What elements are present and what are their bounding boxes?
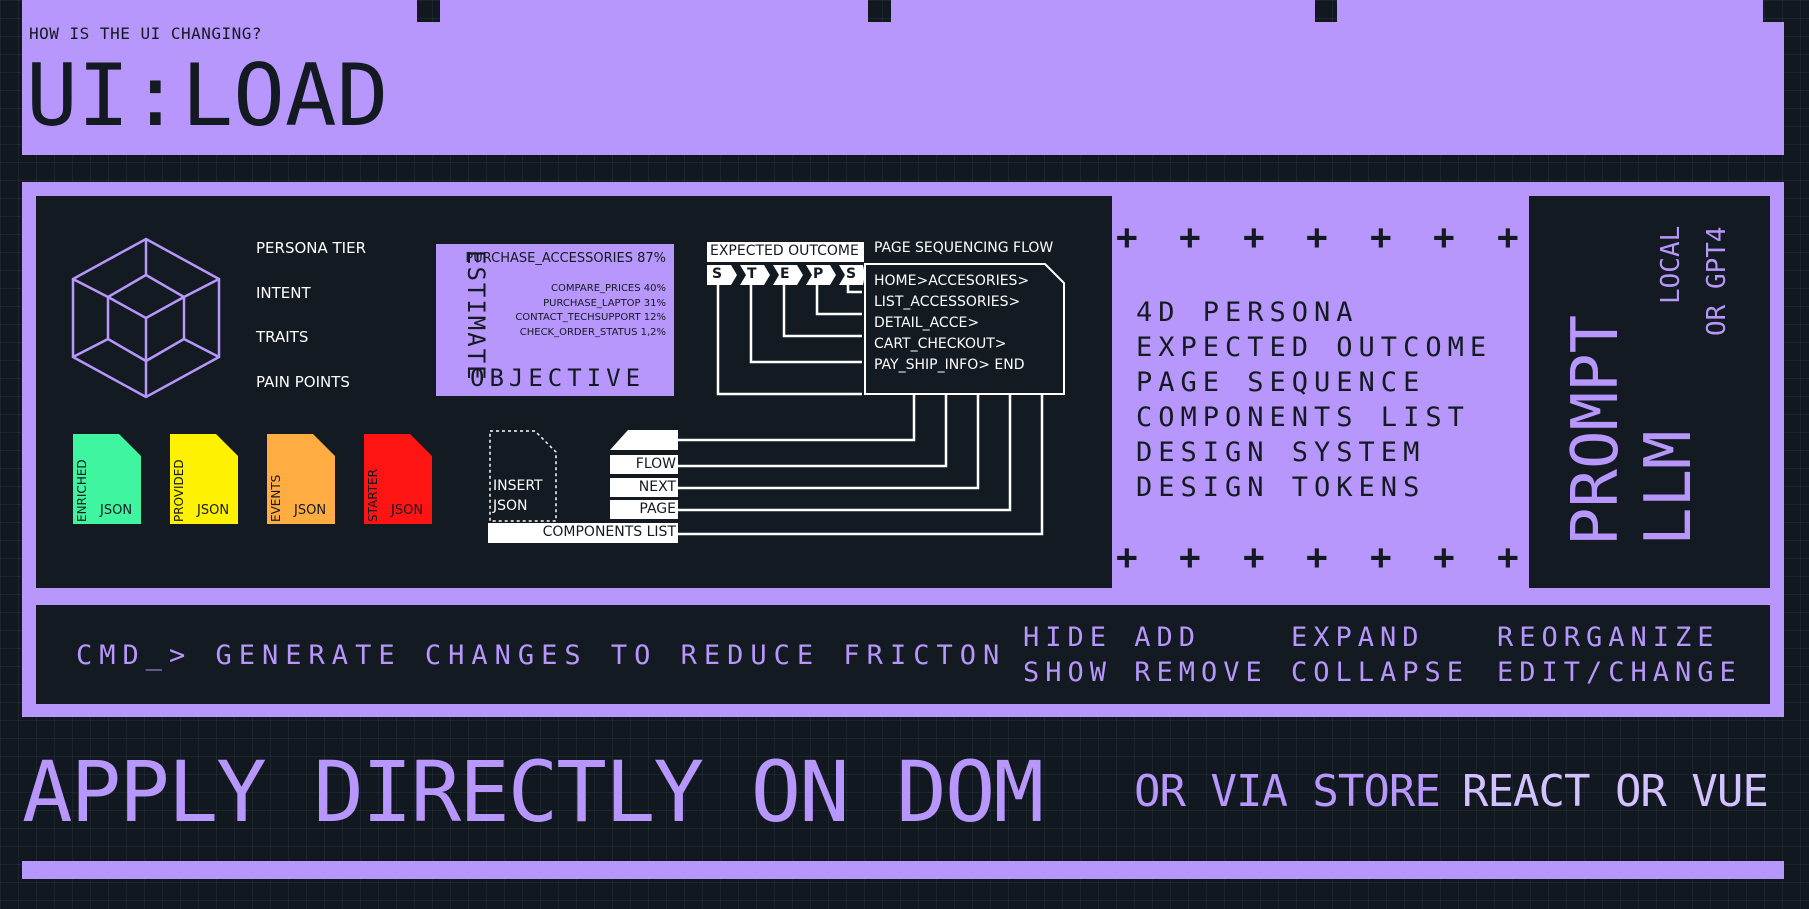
persona-cube-icon (71, 237, 221, 399)
estimate-label: ESTIMATE (462, 250, 490, 382)
plus-icon: + (1116, 217, 1138, 258)
components-list-bar (488, 523, 678, 543)
estimate-item-3: CONTACT_TECHSUPPORT 12% (515, 312, 666, 323)
header-panel (22, 22, 1784, 155)
sequence-line-3: DETAIL_ACCE> (874, 315, 980, 331)
insert-json-line2: JSON (493, 498, 528, 514)
component-tab-next-label: NEXT (638, 479, 676, 495)
starter-file-ext: JSON (391, 503, 424, 518)
top-tab-4 (1337, 0, 1763, 22)
sequence-line-4: CART_CHECKOUT> (874, 336, 1007, 352)
step-s2: S (846, 266, 857, 282)
header-question: HOW IS THE UI CHANGING? (29, 24, 263, 43)
action-reorganize: REORGANIZE (1497, 622, 1720, 653)
sequence-line-1: HOME>ACCESORIES> (874, 273, 1030, 289)
llm-gpt-label: OR GPT4 (1702, 226, 1732, 336)
estimate-box (436, 244, 674, 396)
plus-icon: + (1243, 217, 1265, 258)
estimate-item-2: PURCHASE_LAPTOP 31% (543, 298, 666, 309)
provided-file-icon (170, 434, 238, 524)
provided-file-label: PROVIDED (172, 459, 186, 522)
starter-file-icon (364, 434, 432, 524)
events-file-label: EVENTS (269, 474, 283, 522)
component-tab-next (610, 478, 678, 497)
plus-icon: + (1306, 217, 1328, 258)
enriched-file-icon (73, 434, 141, 524)
footer-sub2: REACT OR VUE (1462, 766, 1769, 817)
component-tab-page (610, 500, 678, 519)
step-s1: S (712, 266, 723, 282)
insert-json-line1: INSERT (493, 478, 543, 494)
starter-file-label: STARTER (366, 469, 380, 522)
page-sequencing-box (864, 263, 1065, 395)
objective-label: OBJECTIVE (470, 364, 646, 392)
component-tab-page-label: PAGE (639, 501, 676, 517)
llm-local-label: LOCAL (1656, 226, 1686, 305)
estimate-item-1: COMPARE_PRICES 40% (551, 283, 666, 294)
prompt-item-outcome: EXPECTED OUTCOME (1136, 332, 1493, 363)
plus-icon: + (1370, 537, 1392, 578)
persona-label-intent: INTENT (256, 284, 311, 302)
step-t: T (747, 266, 757, 282)
page-sequencing-label: PAGE SEQUENCING FLOW (874, 240, 1054, 256)
persona-label-traits: TRAITS (256, 328, 309, 346)
command-bar (36, 605, 1770, 704)
footer-sub1: OR VIA STORE (1134, 766, 1441, 817)
component-tab-flow-label: FLOW (635, 456, 676, 472)
plus-icon: + (1116, 537, 1138, 578)
enriched-file-ext: JSON (100, 503, 133, 518)
events-file-ext: JSON (294, 503, 327, 518)
persona-connectors (152, 259, 438, 397)
action-collapse: COLLAPSE (1291, 657, 1470, 688)
prompt-item-design-system: DESIGN SYSTEM (1136, 437, 1426, 468)
prompt-item-components: COMPONENTS LIST (1136, 402, 1470, 433)
provided-file-ext: JSON (197, 503, 230, 518)
plus-icon: + (1497, 217, 1519, 258)
events-file-icon (267, 434, 335, 524)
estimate-primary: PURCHASE_ACCESSORIES 87% (465, 251, 666, 266)
plus-icon: + (1433, 217, 1455, 258)
action-hide-add: HIDE ADD (1023, 622, 1202, 653)
prompt-item-design-tokens: DESIGN TOKENS (1136, 472, 1426, 503)
plus-icon: + (1497, 537, 1519, 578)
flow-connectors (678, 282, 1044, 536)
llm-panel (1529, 196, 1770, 588)
top-tab-2 (440, 0, 868, 22)
sequence-line-5: PAY_SHIP_INFO> END (874, 357, 1025, 373)
expected-outcome-box (707, 242, 864, 262)
footer-bar (22, 861, 1784, 879)
top-tab-1 (22, 0, 417, 22)
plus-icon: + (1243, 537, 1265, 578)
prompt-item-sequence: PAGE SEQUENCE (1136, 367, 1426, 398)
plus-icon: + (1433, 537, 1455, 578)
sequence-line-2: LIST_ACCESSORIES> (874, 294, 1021, 310)
action-edit-change: EDIT/CHANGE (1497, 657, 1742, 688)
step-p: P (813, 266, 824, 282)
enriched-file-label: ENRICHED (75, 459, 89, 522)
component-stack-top-icon (610, 430, 678, 450)
plus-icon: + (1306, 537, 1328, 578)
top-tab-3 (891, 0, 1315, 22)
plus-icon: + (1179, 217, 1201, 258)
persona-label-tier: PERSONA TIER (256, 239, 367, 257)
page-title: UI:LOAD (26, 46, 389, 146)
plus-icon: + (1370, 217, 1392, 258)
plus-icon: + (1179, 537, 1201, 578)
prompt-item-persona: 4D PERSONA (1136, 297, 1359, 328)
components-list-label: COMPONENTS LIST (542, 524, 676, 540)
steps-arrows (707, 265, 865, 285)
estimate-item-4: CHECK_ORDER_STATUS 1,2% (519, 327, 666, 338)
prompt-label: PROMPT (1559, 314, 1633, 546)
insert-json-icon (489, 430, 557, 522)
persona-label-pain-points: PAIN POINTS (256, 373, 350, 391)
component-tab-flow (610, 455, 678, 474)
step-e: E (780, 266, 790, 282)
action-show-remove: SHOW REMOVE (1023, 657, 1268, 688)
action-expand: EXPAND (1291, 622, 1425, 653)
expected-outcome-label: EXPECTED OUTCOME (710, 243, 859, 259)
footer-main: APPLY DIRECTLY ON DOM (22, 743, 1044, 841)
command-text: CMD_> GENERATE CHANGES TO REDUCE FRICTON (76, 640, 1007, 671)
